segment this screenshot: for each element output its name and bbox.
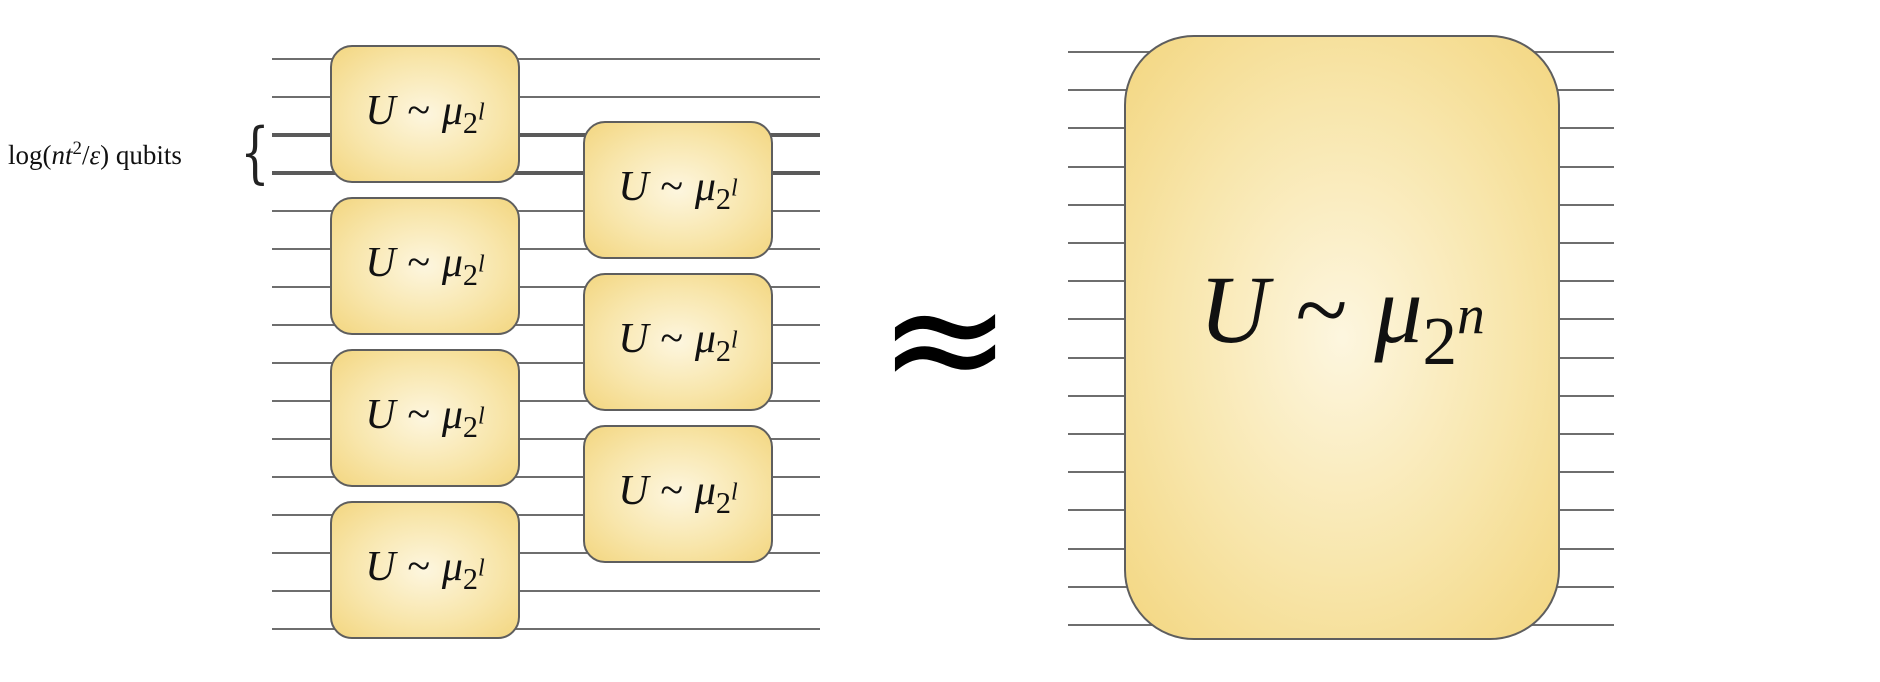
qubit-wire (272, 476, 820, 478)
local-gate: U~μ2l (330, 349, 520, 487)
local-gate: U~μ2l (330, 501, 520, 639)
gate-label: U~μ2l (365, 87, 485, 141)
local-gate: U~μ2l (583, 121, 773, 259)
local-gate: U~μ2l (583, 425, 773, 563)
local-gate: U~μ2l (330, 45, 520, 183)
qubit-wire (272, 286, 820, 288)
gate-label: U~μ2l (365, 391, 485, 445)
gate-label: U~μ2l (365, 239, 485, 293)
qubit-wire (272, 248, 820, 250)
qubit-wire (272, 362, 820, 364)
qubit-wire (272, 324, 820, 326)
qubit-wire (272, 133, 820, 137)
gate-label: U~μ2l (618, 315, 738, 369)
qubit-wire (272, 210, 820, 212)
qubit-wire (272, 400, 820, 402)
local-gate: U~μ2l (583, 273, 773, 411)
gate-label: U~μ2l (618, 163, 738, 217)
gate-label: U~μ2l (365, 543, 485, 597)
gate-label: U~μ2n (1199, 255, 1485, 380)
global-gate: U~μ2n (1124, 35, 1560, 640)
local-gate: U~μ2l (330, 197, 520, 335)
approx-symbol: ≈ (878, 244, 1013, 431)
qubit-wire (272, 438, 820, 440)
qubit-count-label: log(nt2/ε) qubits (8, 138, 182, 170)
qubit-wire (272, 58, 820, 60)
qubit-wire (272, 171, 820, 175)
gate-label: U~μ2l (618, 467, 738, 521)
qubit-wire (272, 96, 820, 98)
qubit-wire (272, 590, 820, 592)
left-brace-icon: { (240, 114, 270, 191)
qubit-wire (272, 514, 820, 516)
qubit-wire (272, 628, 820, 630)
qubit-wire (272, 552, 820, 554)
